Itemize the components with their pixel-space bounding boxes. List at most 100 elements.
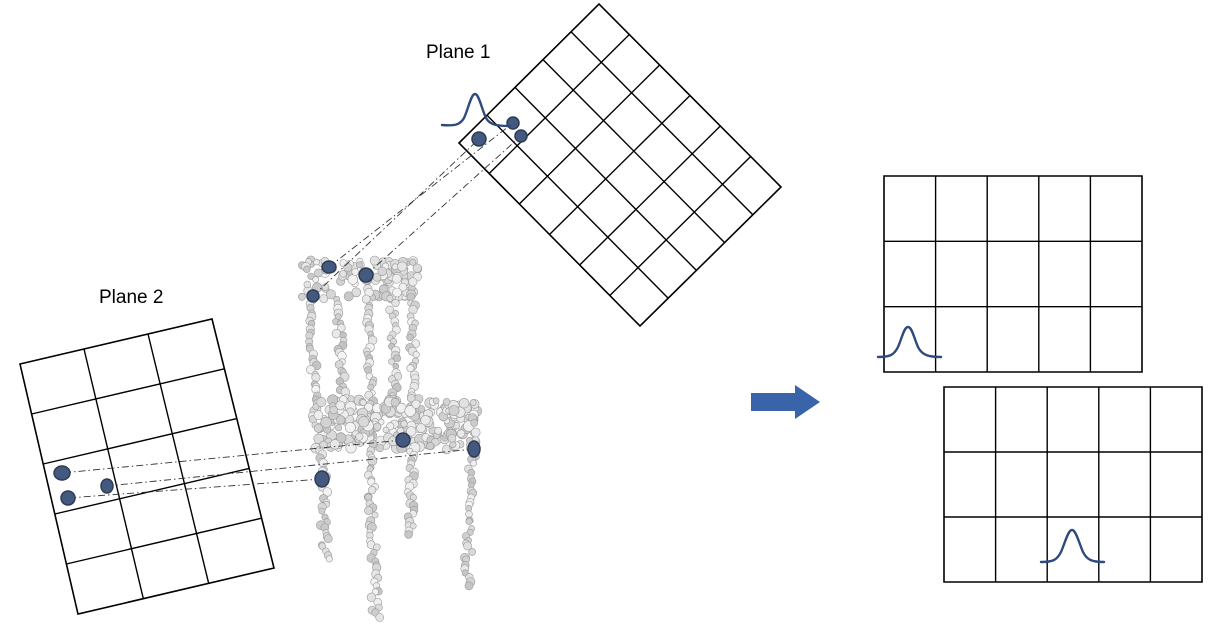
chair-point [382, 426, 390, 434]
chair-point [469, 399, 477, 407]
chair-point [470, 427, 481, 438]
chair-point [408, 277, 418, 287]
chair-point [325, 289, 336, 300]
right-arrow-icon [751, 385, 820, 419]
plane-1-grid-row-line [518, 64, 661, 205]
chair-point [344, 421, 356, 433]
chair-point [339, 270, 347, 278]
chair-point [392, 287, 402, 298]
chair-point [406, 364, 415, 373]
chair-point [404, 530, 413, 539]
plane-1-gaussian-icon [440, 92, 512, 128]
chair-point [388, 358, 395, 365]
chair-point [329, 405, 338, 415]
chair-point [331, 329, 342, 339]
chair-point [335, 424, 343, 432]
projection-lines [61, 122, 522, 499]
projection-line [106, 448, 475, 487]
chair-point [325, 555, 333, 563]
chair-point [313, 423, 323, 433]
chair-point [358, 416, 370, 428]
chair-point [463, 541, 472, 551]
chair-point [366, 592, 377, 602]
chair-point [307, 272, 315, 280]
output-bottom-gaussian-icon [1039, 528, 1106, 564]
projected-point [314, 470, 330, 488]
projected-point [100, 478, 114, 494]
chair-point [318, 542, 326, 550]
chair-point [311, 372, 321, 382]
chair-point [391, 273, 402, 284]
chair-point [464, 581, 474, 591]
plane-1-grid-row-line [488, 34, 630, 174]
projection-points [53, 116, 528, 506]
chair-point [329, 439, 341, 450]
chair-point [303, 265, 311, 273]
chair-point [367, 383, 374, 391]
output-grid-top-frame [883, 175, 1143, 373]
chair-point [391, 298, 400, 308]
chair-point [355, 261, 363, 269]
chair-point [398, 282, 408, 292]
plane-2-grid [19, 318, 275, 615]
chair-point [406, 426, 417, 437]
chair-point [434, 426, 442, 435]
projection-line [67, 478, 323, 499]
chair-point [347, 274, 358, 285]
chair-point [397, 261, 408, 272]
chair-point [368, 486, 377, 495]
chair-point [409, 258, 417, 266]
projected-point [53, 465, 71, 481]
chair-point [373, 422, 382, 431]
chair-point [347, 395, 355, 403]
projected-point [321, 260, 337, 274]
chair-point [393, 354, 401, 363]
chair-point [420, 415, 431, 426]
chair-point [432, 397, 440, 405]
chair-point [336, 415, 346, 425]
plane-2-grid-row-line [54, 467, 250, 515]
chair-point [470, 419, 479, 427]
chair-point [371, 511, 379, 519]
chair-point [351, 287, 362, 298]
chair-point [318, 507, 326, 515]
chair-point [465, 517, 473, 525]
chair-point [470, 459, 477, 467]
projected-point [471, 131, 487, 147]
chair-point [456, 429, 466, 438]
plane-1-grid [457, 2, 783, 328]
chair-point [411, 399, 421, 409]
plane-1-grid-row-line [549, 95, 691, 235]
chair-point [442, 398, 451, 406]
chair-point [404, 405, 417, 417]
output-grid-bottom-frame [943, 386, 1203, 583]
chair-point [465, 510, 473, 518]
chair-point [320, 416, 332, 429]
chair-point [375, 613, 385, 622]
plane-2-grid-col-line [83, 348, 145, 599]
projected-point [467, 440, 481, 458]
chair-point [406, 333, 414, 341]
chair-point [458, 398, 470, 409]
chair-point [468, 548, 476, 556]
chair-point [364, 506, 373, 515]
chair-point [400, 420, 408, 428]
chair-point [361, 294, 371, 304]
chair-point [412, 263, 422, 273]
chair-point [367, 456, 378, 466]
chair-point [377, 266, 387, 277]
chair-point [375, 443, 384, 453]
chair-point [355, 432, 364, 441]
chair-point [364, 493, 373, 502]
projected-point [506, 116, 520, 130]
chair-point [426, 441, 435, 450]
chair-point [406, 393, 416, 403]
chair-point [364, 402, 374, 412]
chair-point [316, 397, 327, 408]
chair-point [335, 400, 346, 411]
chair-point [416, 423, 426, 433]
chair-point [412, 351, 420, 359]
chair-point [335, 432, 347, 444]
chair-point [343, 291, 354, 302]
chair-point [409, 522, 417, 530]
